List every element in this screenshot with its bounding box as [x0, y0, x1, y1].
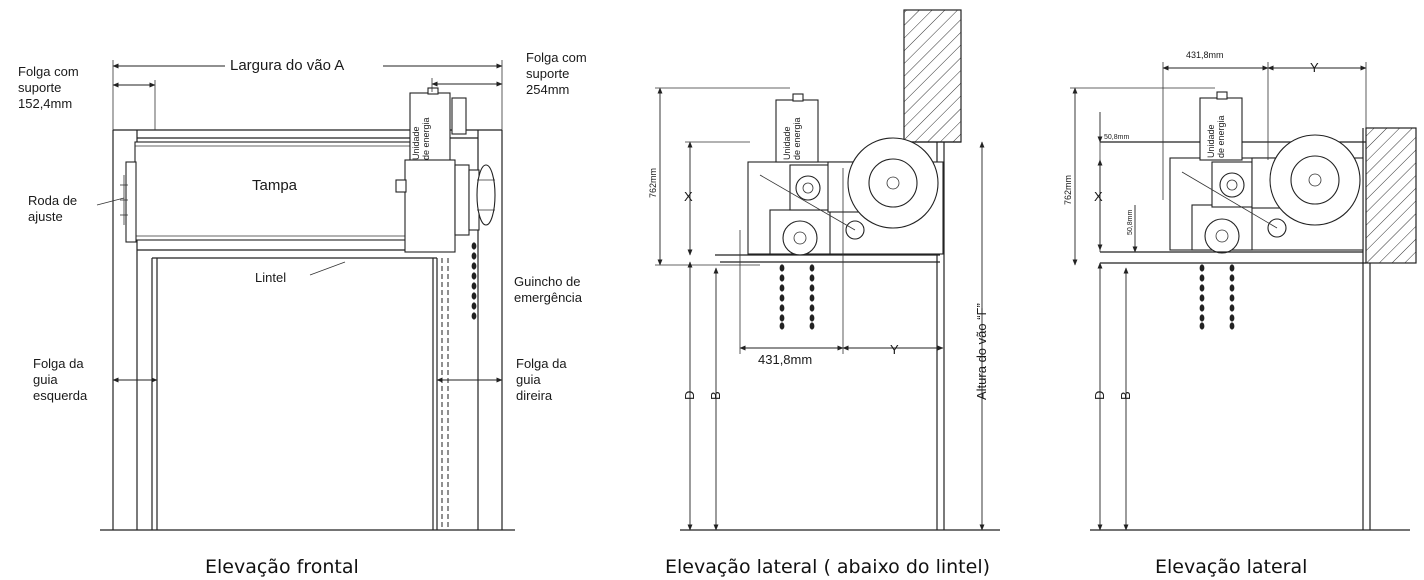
side-below-opening-height: Altura do vão “F” [974, 303, 989, 400]
side-chains [1199, 264, 1235, 330]
side-50-side: 50,8mm [1127, 210, 1134, 235]
side-below-431: 431,8mm [758, 352, 812, 367]
side-762: 762mm [1063, 175, 1073, 205]
side-x: X [1094, 189, 1103, 204]
side-below-chains [779, 264, 815, 330]
side-below-d: D [682, 391, 697, 400]
front-left-clearance-2: suporte [18, 80, 61, 95]
front-adjust-wheel-2: ajuste [28, 209, 63, 224]
front-right-guide-2: guia [516, 372, 541, 387]
front-right-guide-1: Folga da [516, 356, 567, 371]
front-right-clearance-2: suporte [526, 66, 569, 81]
front-left-guide-1: Folga da [33, 356, 84, 371]
side-b: B [1118, 391, 1133, 400]
side-below-power-unit-1: Unidade [782, 126, 792, 160]
front-right-clearance-3: 254mm [526, 82, 569, 97]
front-power-unit-2: de energia [421, 117, 431, 160]
side-below-x: X [684, 189, 693, 204]
side-power-unit-1: Unidade [1206, 124, 1216, 158]
front-power-unit-1: Unidade [411, 126, 421, 160]
side-431: 431,8mm [1186, 50, 1224, 60]
front-width-label: Largura do vão A [230, 57, 344, 74]
front-lintel-label: Lintel [255, 270, 286, 285]
side-below-b: B [708, 391, 723, 400]
front-winch-2: emergência [514, 290, 583, 305]
side-y: Y [1310, 60, 1319, 75]
front-right-guide-3: direira [516, 388, 553, 403]
front-left-clearance-1: Folga com [18, 64, 79, 79]
emergency-chain [471, 242, 477, 320]
side-below-762: 762mm [648, 168, 658, 198]
front-elevation [96, 56, 515, 531]
side-d: D [1092, 391, 1107, 400]
front-right-clearance-1: Folga com [526, 50, 587, 65]
front-winch-1: Guincho de [514, 274, 581, 289]
front-cover-label: Tampa [252, 177, 298, 194]
front-left-guide-3: esquerda [33, 388, 88, 403]
side-50-top: 50,8mm [1104, 134, 1129, 141]
side-power-unit-2: de energia [1216, 115, 1226, 158]
side-caption: Elevação lateral [1155, 556, 1307, 578]
front-caption: Elevação frontal [205, 556, 359, 578]
front-left-clearance-3: 152,4mm [18, 96, 72, 111]
front-left-guide-2: guia [33, 372, 58, 387]
side-below-elevation [655, 9, 1000, 531]
side-below-caption: Elevação lateral ( abaixo do lintel) [665, 556, 990, 578]
side-below-power-unit-2: de energia [792, 117, 802, 160]
side-elevation [1070, 62, 1417, 531]
side-below-y: Y [890, 342, 899, 357]
front-adjust-wheel-1: Roda de [28, 193, 77, 208]
